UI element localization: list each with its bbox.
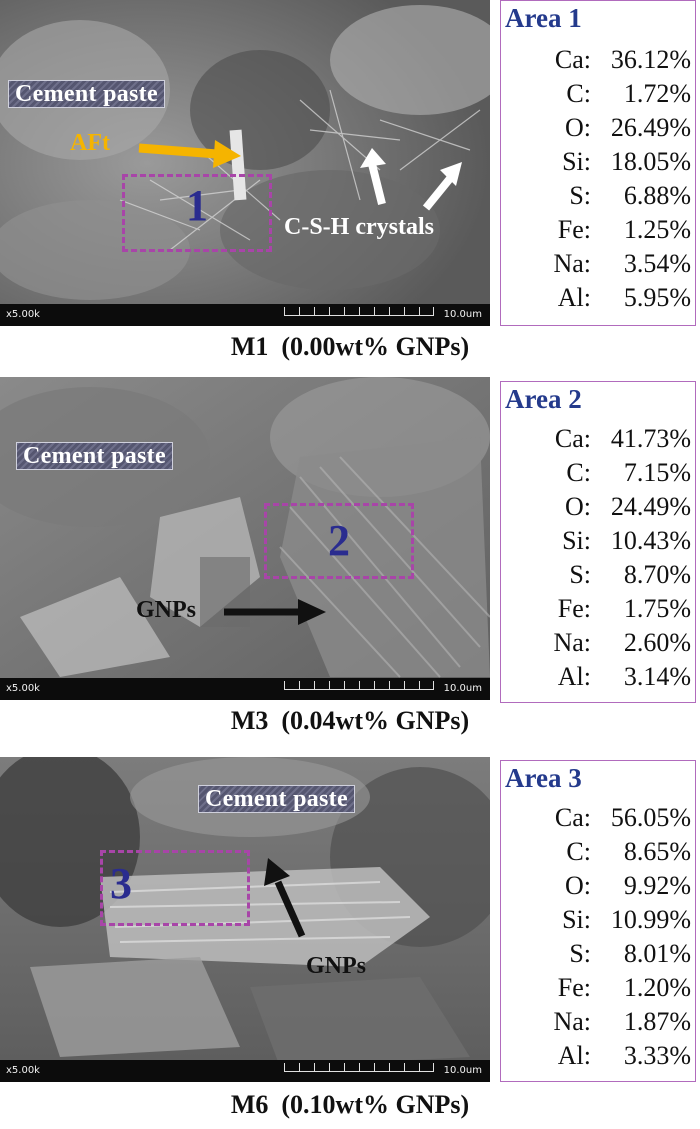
edx-row: Al:3.14% (557, 662, 691, 691)
edx-row: Si:10.43% (562, 526, 691, 555)
sem-texture-m3 (0, 377, 490, 700)
edx-row: Al:3.33% (557, 1041, 691, 1070)
edx-row: C:8.65% (566, 837, 691, 866)
edx-table-area-2: Area 2 Ca:41.73% C:7.15% O:24.49% Si:10.… (500, 381, 696, 703)
scale-ticks-m1 (284, 307, 434, 316)
csh-label: C-S-H crystals (284, 214, 434, 240)
edx-row: Fe:1.20% (557, 973, 691, 1002)
edx-row: Ca:56.05% (554, 803, 691, 832)
area-box-2 (264, 503, 414, 579)
gnps-arrow-icon-m3 (224, 599, 326, 625)
scale-length-m1: 10.0um (443, 309, 482, 320)
edx-row: C:1.72% (566, 79, 691, 108)
sem-image-m3: Cement paste 2 GNPs x5.00k 10.0um (0, 377, 490, 700)
edx-title-area-2: Area 2 (505, 384, 582, 414)
scale-bar-m1: x5.00k 10.0um (0, 304, 490, 326)
edx-row: S:8.01% (569, 939, 691, 968)
caption-m1: M1 (0.00wt% GNPs) (230, 332, 470, 361)
gnps-label-m3: GNPs (136, 597, 196, 623)
area-number-2: 2 (328, 516, 350, 565)
scale-bar-m6: x5.00k 10.0um (0, 1060, 490, 1082)
sem-image-m1: Cement paste 1 AFt C-S-H crystals x5.00k… (0, 0, 490, 326)
edx-row: Na:1.87% (553, 1007, 691, 1036)
magnification-m3: x5.00k (6, 683, 40, 694)
edx-row: Si:10.99% (562, 905, 691, 934)
caption-m3: M3 (0.04wt% GNPs) (230, 706, 470, 735)
cement-paste-label-m1: Cement paste (8, 80, 165, 108)
area-number-1: 1 (186, 181, 208, 230)
magnification-m1: x5.00k (6, 309, 40, 320)
cement-paste-label-m6: Cement paste (198, 785, 355, 813)
edx-row: Fe:1.75% (557, 594, 691, 623)
gnps-arrow-icon-m6 (264, 858, 306, 938)
edx-row: Ca:36.12% (554, 45, 691, 74)
gnps-label-m6: GNPs (306, 953, 366, 979)
caption-m6: M6 (0.10wt% GNPs) (230, 1090, 470, 1119)
edx-row: Si:18.05% (562, 147, 691, 176)
edx-row: S:8.70% (569, 560, 691, 589)
edx-title-area-3: Area 3 (505, 763, 582, 793)
edx-row: Na:2.60% (553, 628, 691, 657)
edx-row: C:7.15% (566, 458, 691, 487)
edx-table-area-1: Area 1 Ca:36.12% C:1.72% O:26.49% Si:18.… (500, 0, 696, 326)
scale-length-m6: 10.0um (443, 1065, 482, 1076)
aft-label: AFt (70, 130, 110, 156)
csh-arrow-icon-right (422, 162, 462, 211)
sem-texture-m1 (0, 0, 490, 326)
sem-image-m6: Cement paste 3 GNPs x5.00k 10.0um (0, 757, 490, 1082)
scale-ticks-m6 (284, 1063, 434, 1072)
edx-title-area-1: Area 1 (505, 3, 582, 33)
edx-row: Ca:41.73% (554, 424, 691, 453)
scale-bar-m3: x5.00k 10.0um (0, 678, 490, 700)
edx-row: O:9.92% (565, 871, 691, 900)
sem-texture-m6 (0, 757, 490, 1082)
scale-length-m3: 10.0um (443, 683, 482, 694)
area-number-3: 3 (110, 859, 132, 908)
aft-arrow-icon (138, 140, 241, 168)
magnification-m6: x5.00k (6, 1065, 40, 1076)
edx-table-area-3: Area 3 Ca:56.05% C:8.65% O:9.92% Si:10.9… (500, 760, 696, 1082)
scale-ticks-m3 (284, 681, 434, 690)
edx-row: O:24.49% (565, 492, 691, 521)
edx-row: O:26.49% (565, 113, 691, 142)
area-box-1 (122, 174, 272, 252)
edx-row: Na:3.54% (553, 249, 691, 278)
cement-paste-label-m3: Cement paste (16, 442, 173, 470)
area-box-3 (100, 850, 250, 926)
edx-row: Al:5.95% (557, 283, 691, 312)
csh-arrow-icon-left (360, 148, 386, 205)
edx-row: S:6.88% (569, 181, 691, 210)
edx-row: Fe:1.25% (557, 215, 691, 244)
